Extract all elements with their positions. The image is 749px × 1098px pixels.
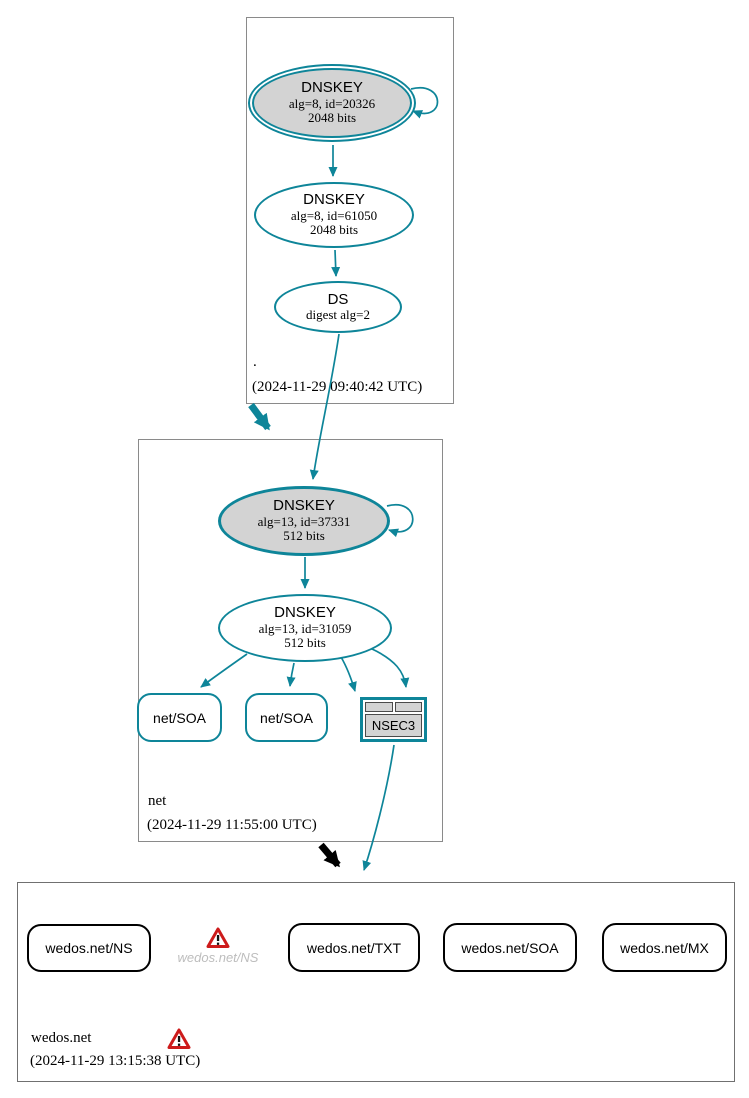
node-detail: alg=8, id=20326: [288, 95, 376, 111]
nsec3-label: NSEC3: [365, 714, 422, 737]
rrset-label: wedos.net/TXT: [306, 939, 402, 956]
edge-insecure-delegation-net-to-wedos: [318, 842, 341, 868]
node-rrset-wedos-soa[interactable]: wedos.net/SOA: [443, 923, 577, 972]
nsec3-salt-cell: [365, 702, 393, 712]
node-title: DNSKEY: [273, 497, 335, 515]
zone-label-net: net: [148, 793, 167, 809]
node-detail: 2048 bits: [307, 110, 357, 126]
node-detail: digest alg=2: [305, 307, 371, 323]
ghost-rrset-label: wedos.net/NS: [177, 950, 259, 965]
node-wedos-ns-error[interactable]: wedos.net/NS: [173, 927, 263, 965]
warning-icon[interactable]: [206, 927, 230, 949]
zone-timestamp-net: (2024-11-29 11:55:00 UTC): [147, 817, 317, 833]
zone-label-wedos-net: wedos.net: [31, 1030, 92, 1046]
node-rrset-wedos-txt[interactable]: wedos.net/TXT: [288, 923, 420, 972]
node-detail: 2048 bits: [309, 222, 359, 238]
zone-label-root: .: [253, 354, 257, 370]
node-rrset-net-soa-1[interactable]: net/SOA: [137, 693, 222, 742]
node-detail: alg=8, id=61050: [290, 207, 378, 223]
node-detail: 512 bits: [283, 528, 325, 544]
warning-icon[interactable]: [167, 1028, 191, 1050]
rrset-label: net/SOA: [153, 709, 206, 726]
ksk-inner-ring: [252, 68, 412, 138]
edge-secure-delegation-root-to-net: [248, 402, 271, 431]
node-nsec3[interactable]: NSEC3: [360, 697, 427, 742]
node-title: DNSKEY: [303, 191, 365, 209]
node-title: DNSKEY: [301, 79, 363, 97]
node-title: DNSKEY: [274, 604, 336, 622]
node-title: DS: [327, 290, 349, 308]
node-detail: alg=13, id=31059: [258, 620, 352, 636]
rrset-label: wedos.net/NS: [45, 940, 133, 956]
node-rrset-wedos-ns[interactable]: wedos.net/NS: [27, 924, 151, 972]
zone-box-wedos-net: wedos.net (2024-11-29 13:15:38 UTC): [17, 882, 735, 1082]
rrset-label: wedos.net/SOA: [461, 939, 559, 956]
rrset-label: net/SOA: [260, 709, 313, 726]
zone-timestamp-root: (2024-11-29 09:40:42 UTC): [252, 379, 423, 395]
node-dnskey-net-ksk[interactable]: DNSKEY alg=13, id=37331 512 bits: [218, 486, 390, 556]
node-dnskey-net-zsk[interactable]: DNSKEY alg=13, id=31059 512 bits: [218, 594, 392, 662]
node-rrset-wedos-mx[interactable]: wedos.net/MX: [602, 923, 727, 972]
nsec3-iterations-cell: [394, 702, 422, 712]
node-detail: 512 bits: [284, 635, 326, 651]
zone-timestamp-wedos-net: (2024-11-29 13:15:38 UTC): [30, 1053, 201, 1069]
node-dnskey-root-zsk[interactable]: DNSKEY alg=8, id=61050 2048 bits: [254, 182, 414, 248]
node-dnskey-root-ksk[interactable]: DNSKEY alg=8, id=20326 2048 bits: [248, 64, 416, 142]
node-ds-net[interactable]: DS digest alg=2: [274, 281, 402, 333]
node-rrset-net-soa-2[interactable]: net/SOA: [245, 693, 328, 742]
zone-box-net: net (2024-11-29 11:55:00 UTC): [138, 439, 443, 842]
node-detail: alg=13, id=37331: [257, 513, 351, 529]
rrset-label: wedos.net/MX: [620, 939, 709, 956]
